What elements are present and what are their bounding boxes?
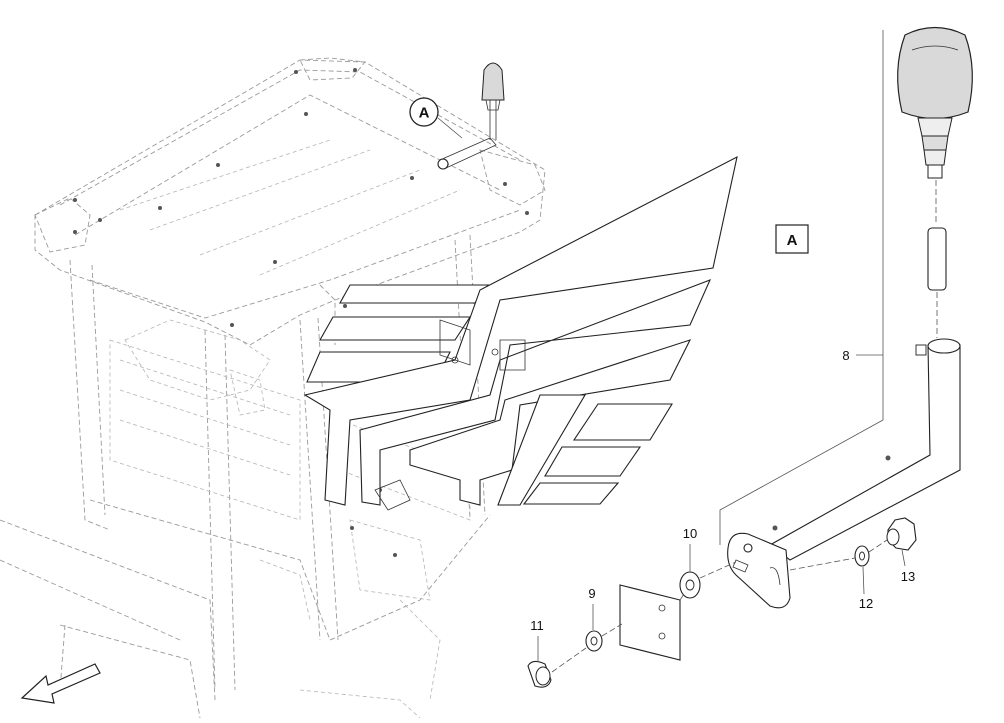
part-label-12: 12 bbox=[859, 566, 873, 611]
bracket-arm bbox=[727, 338, 961, 609]
nut-13 bbox=[886, 517, 917, 551]
svg-text:10: 10 bbox=[683, 526, 697, 541]
assembly-centerlines bbox=[551, 539, 888, 673]
svg-text:11: 11 bbox=[530, 618, 544, 633]
mounting-plate bbox=[619, 584, 681, 661]
detail-callout-circle: A bbox=[409, 97, 463, 139]
direction-arrow-icon bbox=[20, 663, 101, 704]
svg-text:8: 8 bbox=[842, 348, 849, 363]
detail-tag-letter: A bbox=[787, 232, 798, 249]
part-label-8: 8 bbox=[842, 348, 883, 363]
washer-9 bbox=[585, 630, 603, 652]
part-label-10: 10 bbox=[683, 526, 697, 572]
svg-text:9: 9 bbox=[588, 586, 595, 601]
svg-text:12: 12 bbox=[859, 596, 873, 611]
tube-adapter bbox=[927, 227, 947, 338]
mount-bracket-assembly bbox=[303, 155, 738, 511]
spacer-11 bbox=[527, 660, 552, 688]
svg-text:13: 13 bbox=[901, 569, 915, 584]
part-label-11: 11 bbox=[530, 618, 544, 662]
washer-12 bbox=[854, 545, 870, 567]
part-label-13: 13 bbox=[901, 549, 915, 584]
part-label-9: 9 bbox=[588, 586, 596, 630]
detail-tag-box bbox=[775, 224, 809, 254]
washer-10 bbox=[679, 571, 701, 599]
detail-a-frame: A bbox=[719, 30, 884, 545]
roof-beacon-assembly bbox=[437, 62, 505, 170]
beacon-lamp bbox=[897, 26, 973, 225]
detail-callout-letter: A bbox=[419, 105, 430, 122]
